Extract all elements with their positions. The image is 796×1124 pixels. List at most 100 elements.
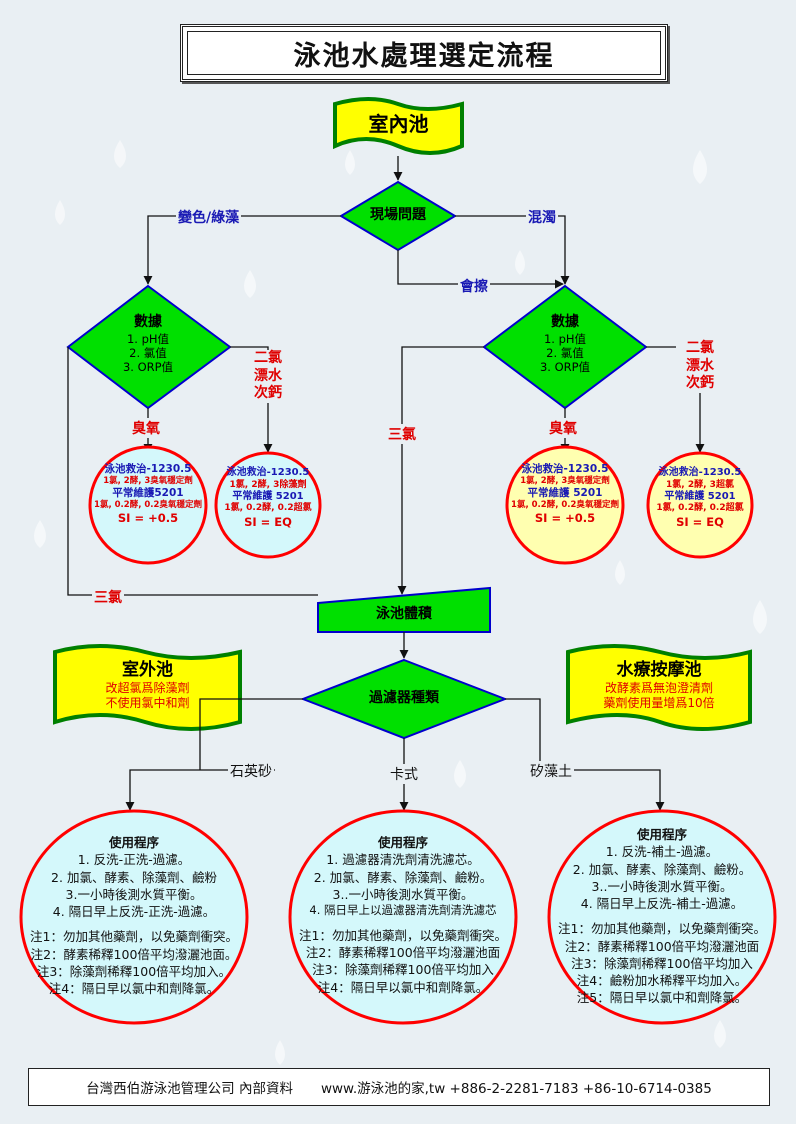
data-right-title: 數據	[551, 314, 579, 330]
footer-company: 台灣西伯游泳池管理公司 內部資料	[86, 1081, 293, 1097]
proc-cart-l1: 1. 過濾器清洗劑清洗濾芯。	[326, 852, 480, 868]
c3-l5: SI = +0.5	[534, 510, 596, 525]
spa-n1: 改酵素爲無泡澄清劑	[604, 681, 713, 696]
proc-cart-l2: 2. 加氯、酵素、除藻劑、鹼粉。	[313, 869, 493, 885]
c1-l4: 1氯, 0.2酵, 0.2臭氧穩定劑	[94, 499, 202, 510]
data-right-l2: 2. 氯值	[546, 345, 584, 360]
proc-cart-n4: 注4：隔日早以氯中和劑降氯。	[317, 979, 489, 995]
proc-de-head: 使用程序	[636, 827, 687, 842]
title-frame: 泳池水處理選定流程	[180, 24, 668, 82]
proc-sand-n2: 注2：酵素稀釋100倍平均潑灑池面。	[30, 946, 238, 962]
label-hypo-right: 二氯 漂水 次鈣	[676, 340, 724, 393]
filter-label-cartridge: 卡式	[388, 764, 420, 784]
c4-l3: 平常維護 5201	[664, 490, 736, 502]
result-circle-3-shape	[505, 445, 625, 565]
result-circle-2-shape	[214, 451, 322, 559]
data-right-l1: 1. pH值	[543, 331, 587, 346]
procedure-cartridge: 使用程序 1. 過濾器清洗劑清洗濾芯。 2. 加氯、酵素、除藻劑、鹼粉。 3..…	[293, 834, 513, 996]
procedure-sand: 使用程序 1. 反洗-正洗-過濾。 2. 加氯、酵素、除藻劑、鹼粉 3.一小時後…	[24, 834, 244, 997]
decision-site-issue: 現場問題	[370, 207, 426, 223]
hypo-left-1: 二氯	[254, 350, 282, 366]
c3-l4: 1氯, 0.2酵, 0.2臭氧穩定劑	[511, 499, 619, 510]
c3-l1: 泳池救治-1230.5	[521, 463, 609, 475]
proc-sand-n1: 注1：勿加其他藥劑，以免藥劑衝突。	[30, 929, 238, 945]
proc-cart-head: 使用程序	[377, 835, 428, 850]
c2-l5: SI = EQ	[244, 514, 292, 529]
label-hypo-left: 二氯 漂水 次鈣	[244, 350, 292, 403]
c4-l2: 1氯, 2酵, 3超氯	[666, 479, 734, 490]
hypo-right-2: 漂水	[686, 357, 714, 374]
branch-label-green: 變色/綠藻	[176, 207, 242, 227]
c3-l3: 平常維護 5201	[527, 486, 603, 499]
pool-volume: 泳池體積	[376, 606, 432, 622]
label-trichlor-left: 三氯	[92, 587, 124, 607]
proc-cart-l4: 4. 隔日早上以過濾器清洗劑清洗濾芯	[309, 903, 497, 917]
proc-de-l1: 1. 反洗-補土-過濾。	[605, 844, 719, 860]
footer: 台灣西伯游泳池管理公司 內部資料 www.游泳池的家,tw +886-2-228…	[28, 1068, 770, 1106]
hypo-left-3: 次鈣	[254, 385, 282, 401]
proc-de-n4: 注4：鹼粉加水稀釋平均加入。	[576, 973, 748, 988]
data-left-title: 數據	[134, 314, 162, 330]
data-left-l2: 2. 氯值	[129, 345, 167, 360]
hypo-right-1: 二氯	[686, 340, 714, 356]
outdoor-n2: 不使用氯中和劑	[105, 696, 190, 711]
c4-l5: SI = EQ	[676, 514, 724, 529]
result-circle-4: 泳池救治-1230.5 1氯, 2酵, 3超氯 平常維護 5201 1氯, 0.…	[650, 467, 750, 529]
proc-de-l2: 2. 加氯、酵素、除藻劑、鹼粉。	[572, 861, 752, 877]
proc-sand-l3: 3.一小時後測水質平衡。	[65, 886, 203, 902]
data-right-l3: 3. ORP值	[539, 360, 591, 375]
decision-filter-type: 過濾器種類	[369, 690, 439, 706]
hypo-left-2: 漂水	[254, 367, 282, 384]
c2-l2: 1氯, 2酵, 3除藻劑	[229, 479, 307, 490]
proc-de-n1: 注1：勿加其他藥劑，以免藥劑衝突。	[558, 921, 766, 937]
proc-de-n2: 注2：酵素稀釋100倍平均潑灑池面	[564, 938, 760, 954]
proc-sand-l4: 4. 隔日早上反洗-正洗-過濾。	[52, 904, 216, 919]
c1-l5: SI = +0.5	[117, 510, 179, 525]
filter-label-de: 矽藻土	[528, 761, 574, 781]
proc-sand-l2: 2. 加氯、酵素、除藻劑、鹼粉	[51, 869, 217, 885]
footer-contact: www.游泳池的家,tw +886-2-2281-7183 +86-10-671…	[320, 1081, 712, 1097]
outdoor-title: 室外池	[122, 660, 173, 680]
c2-l4: 1氯, 0.2酵, 0.2超氯	[224, 503, 312, 514]
result-circle-4-shape	[646, 451, 754, 559]
procedure-de-shape	[547, 809, 777, 1025]
filter-label-sand: 石英砂	[228, 761, 274, 781]
c3-l2: 1氯, 2酵, 3臭氧穩定劑	[520, 476, 610, 487]
proc-cart-n3: 注3：除藻劑稀釋100倍平均加入	[312, 962, 494, 978]
result-circle-3: 泳池救治-1230.5 1氯, 2酵, 3臭氧穩定劑 平常維護 5201 1氯,…	[509, 463, 621, 525]
procedure-sand-shape	[19, 809, 249, 1025]
proc-cart-n1: 注1：勿加其他藥劑，以免藥劑衝突。	[299, 927, 507, 943]
start-indoor-pool: 室內池	[368, 112, 429, 136]
proc-de-l3: 3..一小時後測水質平衡。	[591, 878, 733, 894]
outdoor-pool-note-shape	[53, 644, 242, 731]
proc-de-l4: 4. 隔日早上反洗-補土-過濾。	[580, 896, 744, 911]
proc-cart-l3: 3..一小時後測水質平衡。	[332, 886, 474, 902]
water-drops-decoration	[34, 140, 767, 1065]
branch-label-rub: 會擦	[458, 276, 490, 296]
data-diamond-right: 數據 1. pH值 2. 氯值 3. ORP值	[505, 314, 625, 375]
proc-de-n3: 注3：除藻劑稀釋100倍平均加入	[571, 955, 753, 971]
data-diamond-left: 數據 1. pH值 2. 氯值 3. ORP值	[88, 314, 208, 375]
c1-l2: 1氯, 2酵, 3臭氧穩定劑	[103, 476, 193, 487]
c4-l4: 1氯, 0.2酵, 0.2超氯	[656, 503, 744, 514]
label-trichlor-mid: 三氯	[386, 424, 418, 444]
proc-sand-l1: 1. 反洗-正洗-過濾。	[77, 852, 191, 868]
c2-l1: 泳池救治-1230.5	[226, 467, 310, 478]
proc-de-n5: 注5：隔日早以氯中和劑降氯。	[576, 990, 748, 1006]
c1-l1: 泳池救治-1230.5	[104, 463, 192, 475]
proc-sand-n3: 注3：除藻劑稀釋100倍平均加入。	[36, 963, 232, 979]
outdoor-n1: 改超氯爲除藻劑	[105, 681, 190, 696]
hypo-right-3: 次鈣	[686, 375, 714, 391]
data-left-l3: 3. ORP值	[122, 360, 174, 375]
branch-label-cloudy: 混濁	[526, 207, 558, 227]
outdoor-pool-note: 室外池 改超氯爲除藻劑 不使用氯中和劑	[55, 660, 240, 711]
pool-volume-shape	[317, 586, 491, 633]
proc-sand-n4: 注4：隔日早以氯中和劑降氯。	[48, 981, 220, 996]
data-left-l1: 1. pH值	[126, 331, 170, 346]
label-ozone-left: 臭氧	[130, 418, 162, 438]
procedure-cartridge-shape	[288, 809, 518, 1025]
c1-l3: 平常維護5201	[112, 486, 184, 499]
result-circle-1-shape	[88, 445, 208, 565]
start-indoor-pool-shape	[333, 97, 464, 155]
